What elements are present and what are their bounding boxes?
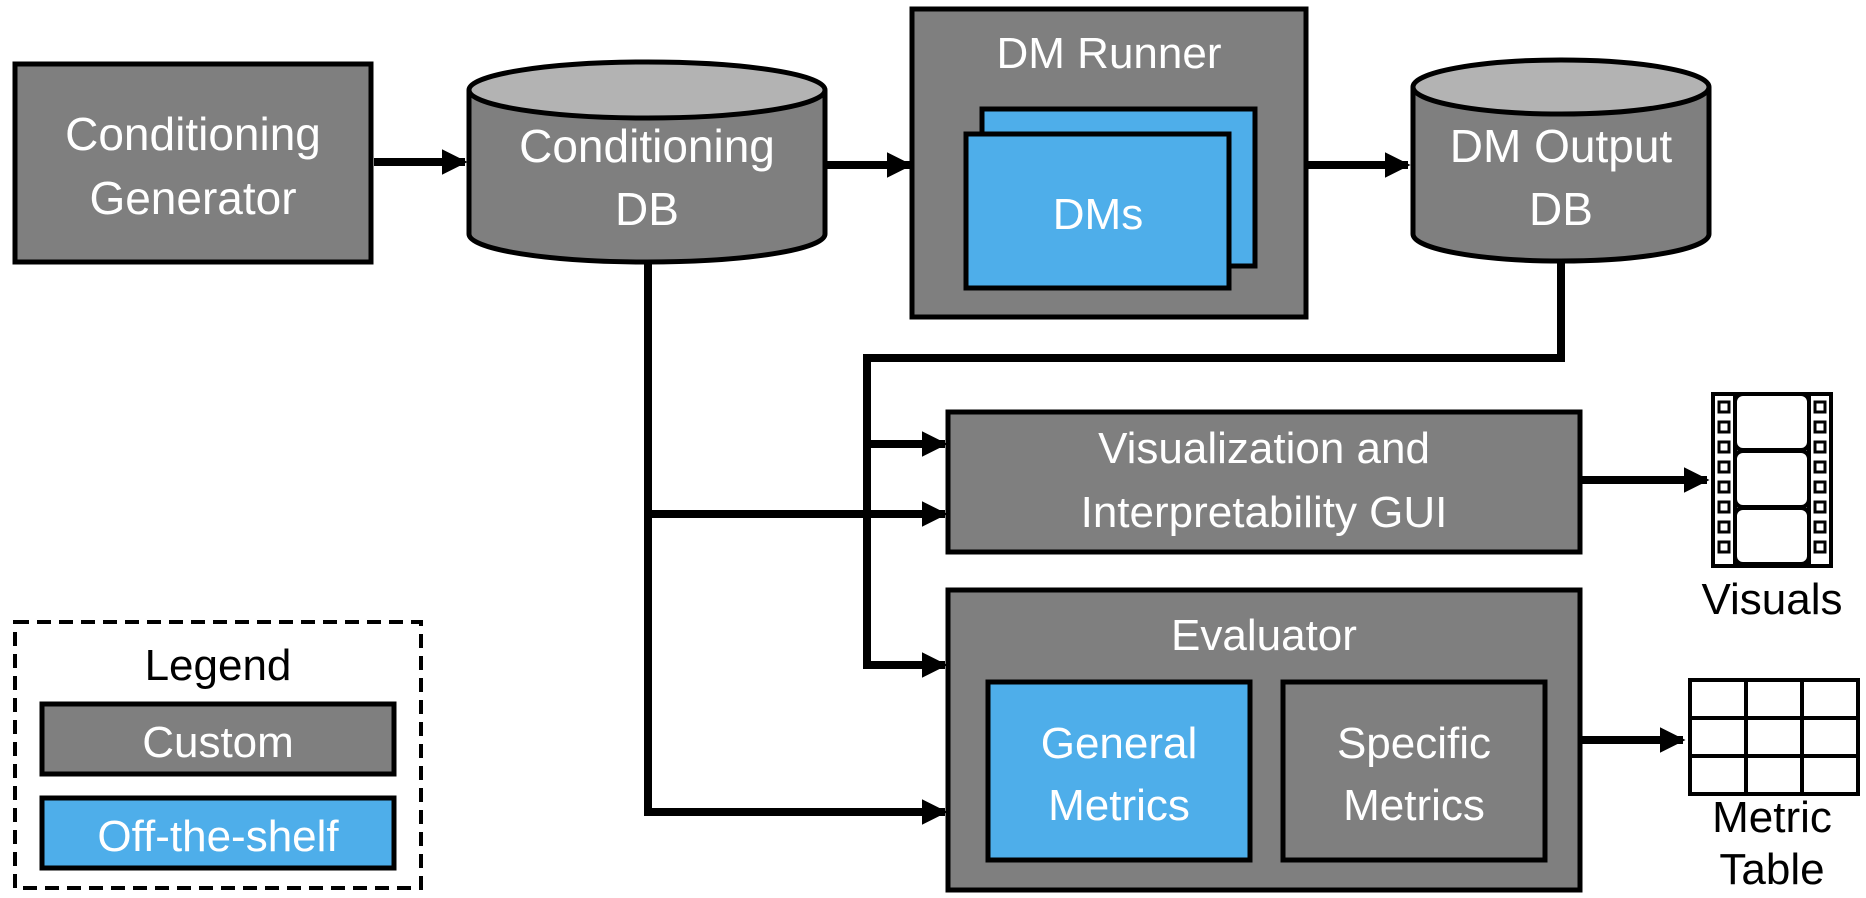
general-metrics-label-2: Metrics xyxy=(1048,781,1190,830)
specific-metrics-label-2: Metrics xyxy=(1343,781,1485,830)
visualization-gui-label-2: Interpretability GUI xyxy=(1081,488,1448,537)
conditioning-db-node: Conditioning DB xyxy=(466,59,828,265)
metric-table-label-1: Metric xyxy=(1712,793,1832,842)
general-metrics-label-1: General xyxy=(1041,719,1198,768)
evaluator-title: Evaluator xyxy=(1171,611,1357,660)
film-strip-icon xyxy=(1711,392,1833,568)
conditioning-db-label-2: DB xyxy=(615,183,679,235)
table-grid-icon xyxy=(1688,678,1860,796)
visuals-label: Visuals xyxy=(1701,575,1842,624)
edge-cond-db-to-evaluator xyxy=(644,262,948,825)
conditioning-generator-label-1: Conditioning xyxy=(65,108,321,160)
legend-custom-label: Custom xyxy=(142,718,294,767)
dm-output-db-label-2: DB xyxy=(1529,183,1593,235)
dm-runner-title: DM Runner xyxy=(997,29,1222,78)
specific-metrics-label-1: Specific xyxy=(1337,719,1491,768)
conditioning-generator-label-2: Generator xyxy=(89,172,296,224)
legend-title: Legend xyxy=(145,641,292,690)
conditioning-generator-node: Conditioning Generator xyxy=(12,61,374,265)
edges xyxy=(374,149,1710,825)
conditioning-db-label-1: Conditioning xyxy=(519,120,775,172)
dms-label: DMs xyxy=(1053,190,1143,239)
dm-output-db-label-1: DM Output xyxy=(1450,120,1673,172)
visualization-gui-node: Visualization and Interpretability GUI xyxy=(945,409,1583,555)
dm-output-db-node: DM Output DB xyxy=(1410,57,1712,264)
edge-output-db-to-eval-bus xyxy=(863,263,1565,678)
legend: Legend Custom Off-the-shelf xyxy=(13,620,423,890)
dm-runner-node: DM Runner DMs xyxy=(909,6,1309,320)
legend-off-the-shelf-label: Off-the-shelf xyxy=(97,812,339,861)
metric-table-label-2: Table xyxy=(1719,845,1824,894)
evaluator-node: Evaluator General Metrics Specific Metri… xyxy=(945,587,1583,893)
visualization-gui-label-1: Visualization and xyxy=(1098,424,1430,473)
